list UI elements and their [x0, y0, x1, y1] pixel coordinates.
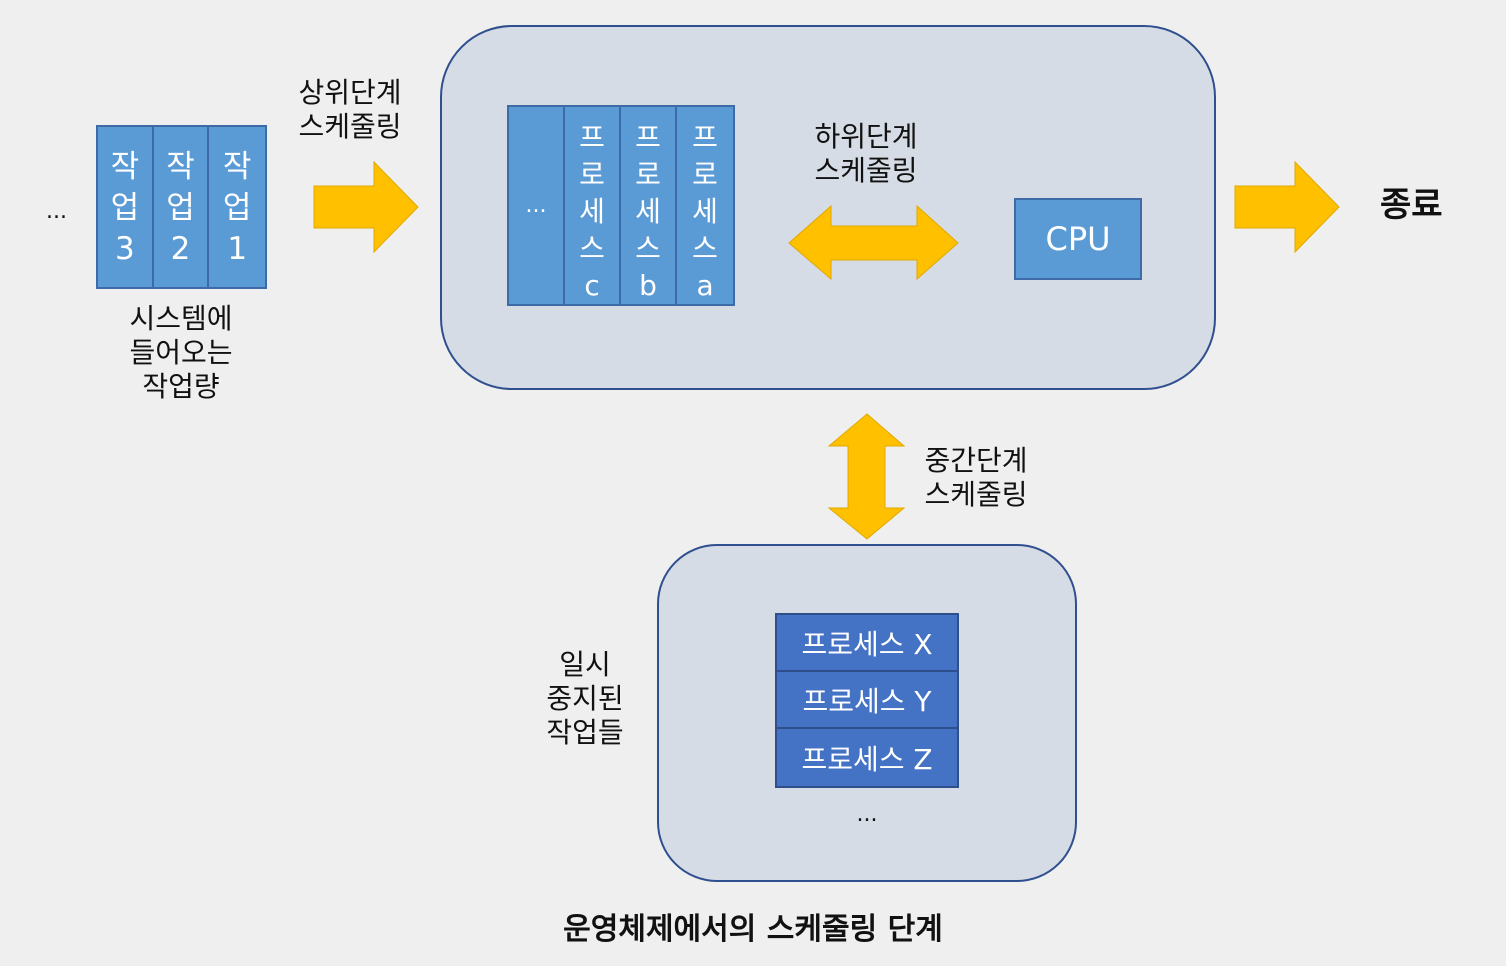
- short-term-label: 하위단계 스케줄링: [796, 120, 936, 188]
- suspended-process-x: 프로세스 X: [777, 615, 957, 672]
- process-c-char-3: 세: [579, 195, 605, 228]
- process-a-char-2: 로: [692, 158, 718, 191]
- process-a-box: 프 로 세 스 a: [677, 107, 734, 304]
- process-b-id: b: [639, 269, 657, 302]
- ready-queue: ... 프 로 세 스 c 프 로 세 스 b 프 로 세 스 a: [507, 105, 735, 306]
- process-b-char-1: 프: [635, 121, 661, 154]
- job-1-char-1: 작: [222, 149, 252, 185]
- exit-arrow-icon: [1234, 160, 1340, 254]
- short-term-double-arrow-icon: [788, 204, 959, 281]
- mid-term-label-line-1: 중간단계: [924, 444, 1028, 477]
- job-1-number: 1: [227, 231, 248, 267]
- suspended-caption-line-1: 일시: [559, 648, 611, 681]
- process-a-char-1: 프: [692, 121, 718, 154]
- process-a-char-4: 스: [692, 232, 718, 265]
- process-b-char-3: 세: [635, 195, 661, 228]
- process-c-char-1: 프: [579, 121, 605, 154]
- job-2-number: 2: [170, 231, 191, 267]
- long-term-arrow-icon: [313, 160, 419, 254]
- mid-term-double-arrow-icon: [827, 413, 906, 540]
- job-2-char-1: 작: [166, 149, 195, 185]
- process-c-id: c: [584, 269, 600, 302]
- process-c-char-2: 로: [579, 158, 605, 191]
- incoming-job-stack: 작 업 3 작 업 2 작 업 1: [96, 125, 267, 289]
- job-1-char-2: 업: [222, 190, 252, 226]
- process-c-char-4: 스: [579, 232, 605, 265]
- job-3-char-2: 업: [110, 190, 140, 226]
- mid-term-label: 중간단계 스케줄링: [906, 444, 1046, 512]
- incoming-caption-line-2: 들어오는: [129, 336, 233, 369]
- process-c-box: 프 로 세 스 c: [565, 107, 622, 304]
- incoming-caption-line-1: 시스템에: [129, 302, 233, 335]
- job-3-number: 3: [114, 231, 135, 267]
- job-1-box: 작 업 1: [209, 127, 266, 287]
- suspended-process-list: 프로세스 X 프로세스 Y 프로세스 Z: [775, 613, 959, 788]
- job-3-char-1: 작: [110, 149, 140, 185]
- suspended-ellipsis: ...: [856, 802, 878, 827]
- suspended-caption-line-3: 작업들: [546, 716, 624, 749]
- process-b-box: 프 로 세 스 b: [621, 107, 678, 304]
- suspended-caption: 일시 중지된 작업들: [515, 648, 655, 750]
- long-term-label: 상위단계 스케줄링: [280, 76, 420, 144]
- short-term-label-line-2: 스케줄링: [814, 154, 918, 187]
- ready-queue-ellipsis: ...: [525, 193, 547, 218]
- process-a-char-3: 세: [692, 195, 718, 228]
- suspended-caption-line-2: 중지된: [546, 682, 624, 715]
- process-b-char-4: 스: [635, 232, 661, 265]
- long-term-label-line-1: 상위단계: [298, 76, 402, 109]
- cpu-label: CPU: [1045, 220, 1111, 258]
- job-3-box: 작 업 3: [98, 127, 154, 287]
- long-term-label-line-2: 스케줄링: [298, 110, 402, 143]
- diagram-title: 운영체제에서의 스케줄링 단계: [563, 912, 943, 947]
- process-a-id: a: [696, 269, 714, 302]
- cpu-box: CPU: [1014, 198, 1142, 280]
- mid-term-label-line-2: 스케줄링: [924, 478, 1028, 511]
- job-2-box: 작 업 2: [153, 127, 210, 287]
- short-term-label-line-1: 하위단계: [814, 120, 918, 153]
- incoming-ellipsis: ...: [46, 199, 67, 224]
- incoming-caption-line-3: 작업량: [142, 370, 220, 403]
- exit-label: 종료: [1380, 185, 1443, 225]
- ready-queue-ellipsis-slot: ...: [509, 107, 566, 304]
- suspended-process-z: 프로세스 Z: [801, 742, 933, 776]
- incoming-caption: 시스템에 들어오는 작업량: [106, 302, 256, 404]
- suspended-process-y: 프로세스 Y: [777, 672, 957, 729]
- job-2-char-2: 업: [166, 190, 195, 226]
- process-b-char-2: 로: [635, 158, 661, 191]
